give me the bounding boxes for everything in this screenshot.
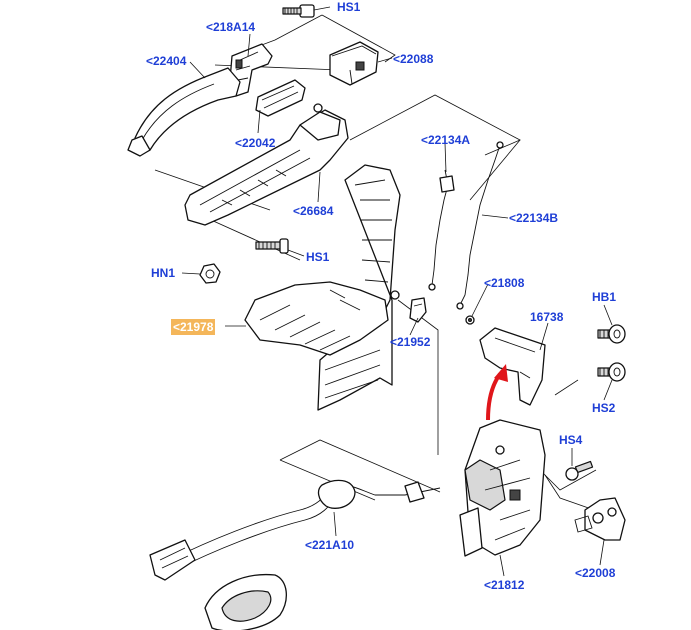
label-hs1-top[interactable]: HS1 bbox=[337, 0, 361, 14]
part-22008-striker bbox=[574, 497, 626, 541]
label-16738[interactable]: 16738 bbox=[530, 310, 564, 324]
part-221a10-cable bbox=[149, 479, 441, 581]
label-22134b[interactable]: <22134B bbox=[509, 211, 559, 225]
label-26684[interactable]: <26684 bbox=[293, 204, 334, 218]
label-hn1[interactable]: HN1 bbox=[151, 266, 176, 280]
screw-hs1-mid bbox=[255, 238, 289, 254]
screw-hs4 bbox=[565, 460, 594, 481]
bolt-hb1 bbox=[597, 324, 626, 344]
nut-hn1 bbox=[199, 263, 221, 284]
bolt-hs2 bbox=[597, 362, 626, 382]
label-21812[interactable]: <21812 bbox=[484, 578, 525, 592]
part-22404-handle bbox=[127, 67, 241, 157]
label-22088[interactable]: <22088 bbox=[393, 52, 434, 66]
part-22134a-rod bbox=[428, 169, 455, 291]
part-interior-handle bbox=[204, 573, 287, 630]
label-hs1-mid[interactable]: HS1 bbox=[306, 250, 330, 264]
label-218a14[interactable]: <218A14 bbox=[206, 20, 256, 34]
label-22134a[interactable]: <22134A bbox=[421, 133, 471, 147]
label-22008[interactable]: <22008 bbox=[575, 566, 616, 580]
label-21952[interactable]: <21952 bbox=[390, 335, 431, 349]
part-21812-latch bbox=[459, 419, 546, 557]
label-hs4[interactable]: HS4 bbox=[559, 433, 583, 447]
screw-hs1-top bbox=[282, 4, 315, 18]
leader-lines bbox=[181, 6, 613, 577]
part-22134b-rod bbox=[456, 141, 504, 310]
part-21952-clip bbox=[409, 297, 427, 323]
part-21978-bracket bbox=[244, 164, 401, 411]
label-21978-highlighted[interactable]: <21978 bbox=[171, 319, 216, 335]
part-21808-clip bbox=[465, 315, 475, 325]
part-16738-cover bbox=[479, 327, 546, 406]
part-26684-carrier bbox=[184, 103, 349, 226]
part-22088-cap bbox=[329, 41, 379, 86]
label-22042[interactable]: <22042 bbox=[235, 136, 276, 150]
label-21808[interactable]: <21808 bbox=[484, 276, 525, 290]
label-hb1[interactable]: HB1 bbox=[592, 290, 617, 304]
part-218a14-bracket bbox=[229, 43, 273, 97]
install-direction-arrow bbox=[486, 364, 508, 421]
label-hs2[interactable]: HS2 bbox=[592, 401, 616, 415]
part-22042-gasket bbox=[255, 79, 306, 117]
label-22404[interactable]: <22404 bbox=[146, 54, 187, 68]
label-221a10[interactable]: <221A10 bbox=[305, 538, 355, 552]
